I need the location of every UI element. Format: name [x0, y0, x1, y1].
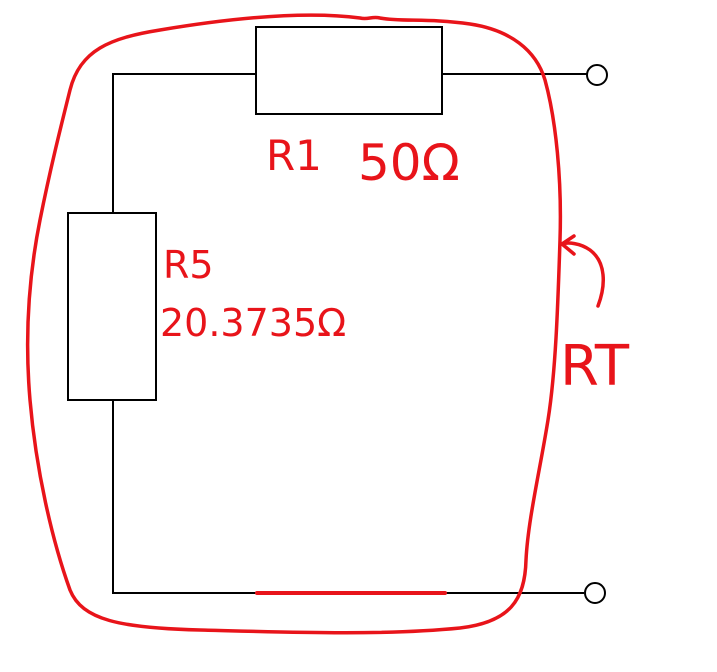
terminal-top: [586, 64, 608, 86]
rt-label: RT: [560, 334, 630, 399]
enclosing-loop: [25, 13, 563, 635]
terminal-bottom: [584, 582, 606, 604]
r5-name-label: R5: [163, 243, 214, 287]
rt-arrow: [560, 241, 605, 308]
resistor-r5: [67, 212, 157, 401]
resistor-r1: [255, 26, 443, 115]
r1-name-label: R1: [266, 131, 322, 180]
r1-value-label: 50Ω: [358, 134, 460, 192]
rt-arrow-head: [560, 234, 576, 256]
annotations: R1 50Ω R5 20.3735Ω RT: [25, 13, 630, 635]
top-left-wire: [112, 73, 256, 213]
r5-value-label: 20.3735Ω: [160, 301, 346, 345]
left-lower-wire: [112, 400, 584, 594]
